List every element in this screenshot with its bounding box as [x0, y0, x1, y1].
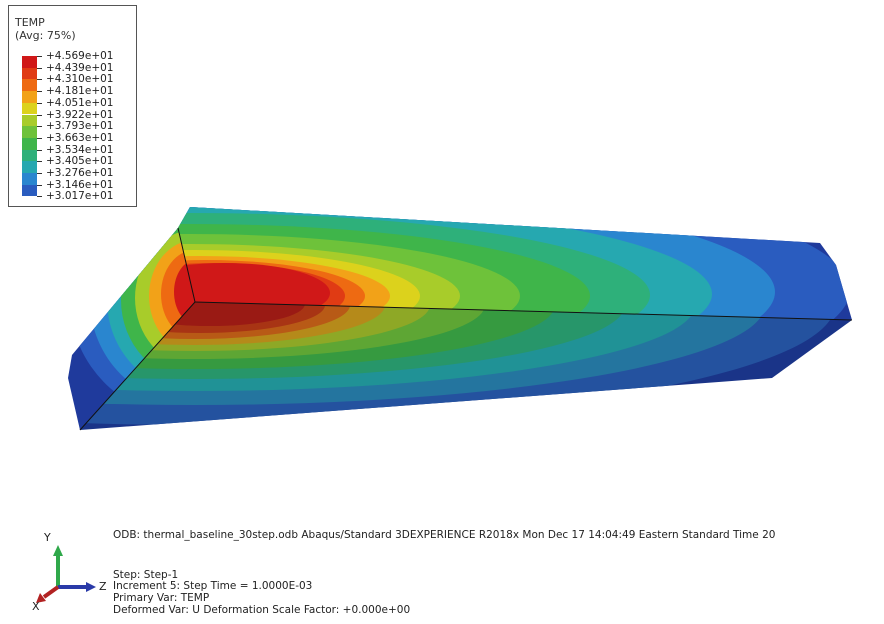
legend-tick: [37, 149, 42, 151]
legend-label: +4.310e+01: [46, 73, 114, 86]
legend-swatch: [22, 126, 37, 138]
legend-label: +3.922e+01: [46, 108, 114, 121]
z-axis-arrowhead: [86, 582, 96, 592]
legend-swatch: [22, 56, 37, 68]
legend-tick: [37, 196, 42, 198]
odb-info-line: ODB: thermal_baseline_30step.odb Abaqus/…: [113, 529, 776, 541]
step-line: Step: Step-1: [113, 569, 179, 581]
triad-z-label: Z: [99, 580, 107, 593]
y-axis-arrowhead: [53, 545, 63, 556]
legend-tick: [37, 67, 42, 69]
legend-swatch: [22, 184, 37, 197]
legend-tick: [37, 173, 42, 174]
legend-tick: [37, 114, 42, 116]
primary-var-line: Primary Var: TEMP: [113, 592, 210, 604]
legend-swatch: [22, 161, 37, 173]
legend-label: +4.439e+01: [46, 61, 114, 74]
legend-label: +3.663e+01: [46, 131, 114, 144]
legend-subtitle: (Avg: 75%): [15, 29, 76, 42]
legend-tick: [37, 102, 42, 104]
legend-tick: [37, 137, 42, 139]
legend-tick: [37, 184, 42, 186]
model-edges: [79, 227, 853, 431]
legend-tick: [37, 91, 42, 93]
legend-swatch: [22, 79, 37, 92]
legend-label: +3.793e+01: [46, 120, 114, 133]
legend-tick: [37, 56, 42, 57]
legend-swatch: [22, 173, 37, 185]
legend-label: +3.534e+01: [46, 143, 114, 156]
legend-label: +4.051e+01: [46, 96, 114, 109]
deformed-var-line: Deformed Var: U Deformation Scale Factor…: [113, 604, 411, 616]
x-axis-arrow: [42, 585, 60, 599]
x-axis-arrowhead: [36, 593, 46, 603]
contour-legend: TEMP (Avg: 75%) +4.569e+01+4.439e+01+4.3…: [8, 5, 137, 207]
legend-tick: [37, 161, 42, 163]
legend-label: +4.181e+01: [46, 85, 114, 98]
legend-swatch: [22, 67, 37, 80]
legend-swatch: [22, 149, 37, 162]
legend-label: +3.276e+01: [46, 167, 114, 179]
triad-y-label: Y: [44, 531, 51, 544]
legend-swatch: [22, 137, 37, 150]
legend-swatch: [22, 102, 37, 115]
front-face: [80, 302, 852, 430]
legend-tick: [37, 126, 42, 128]
triad-x-label: X: [32, 600, 40, 613]
legend-swatch: [22, 114, 37, 127]
legend-label: +3.405e+01: [46, 155, 114, 168]
legend-label: +4.569e+01: [46, 50, 114, 62]
legend-title: TEMP: [15, 16, 45, 29]
legend-label: +3.017e+01: [46, 190, 114, 203]
legend-label: +3.146e+01: [46, 178, 114, 191]
axis-triad: [36, 545, 96, 603]
legend-swatch: [22, 91, 37, 103]
legend-tick: [37, 79, 42, 81]
increment-line: Increment 5: Step Time = 1.0000E-03: [113, 580, 313, 592]
